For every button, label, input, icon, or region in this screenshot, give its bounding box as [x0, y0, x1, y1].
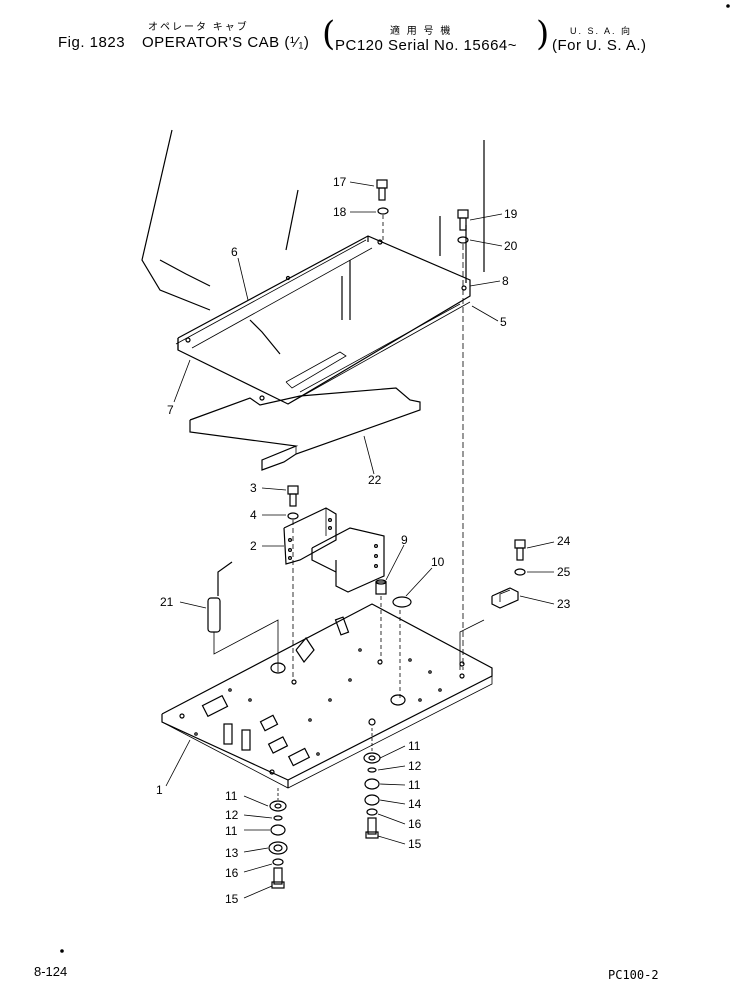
- callout-16a: 16: [225, 866, 239, 880]
- callout-17: 17: [333, 175, 347, 189]
- mount-stack-right: [363, 728, 381, 839]
- callout-3: 3: [250, 481, 257, 495]
- page-number: 8-124: [34, 964, 68, 979]
- callout-labels: 17 18 19 20 8 5 6 7 22 3 4 2 9 10 21 24 …: [156, 175, 571, 906]
- serial-jp: 適 用 号 機: [390, 26, 453, 37]
- mount-stack-left: [268, 788, 288, 889]
- fig-label: Fig. 1823: [58, 34, 126, 51]
- floor-board-1: [161, 603, 493, 789]
- serial-number: PC120 Serial No. 15664~: [335, 37, 518, 54]
- callout-11b: 11: [225, 824, 238, 838]
- callout-5: 5: [500, 315, 507, 329]
- bolt-17: [376, 179, 389, 242]
- callout-1: 1: [156, 783, 163, 797]
- bolt-24: [514, 539, 526, 576]
- bolt-3: [287, 485, 299, 680]
- callout-9: 9: [401, 533, 408, 547]
- callout-12a: 12: [225, 808, 239, 822]
- plug-10: [392, 596, 412, 700]
- market-label: (For U. S. A.): [552, 37, 647, 54]
- callout-21: 21: [160, 595, 174, 609]
- callout-7: 7: [167, 403, 174, 417]
- callout-4: 4: [250, 508, 257, 522]
- callout-19: 19: [504, 207, 518, 221]
- left-paren-1: (: [322, 14, 336, 54]
- callout-16b: 16: [408, 817, 422, 831]
- callout-23: 23: [557, 597, 571, 611]
- bracket-2: [283, 507, 385, 593]
- damper-21: [207, 561, 279, 672]
- callout-11a: 11: [225, 789, 238, 803]
- callout-6: 6: [231, 245, 238, 259]
- callout-15a: 15: [225, 892, 239, 906]
- callout-20: 20: [504, 239, 518, 253]
- callout-13: 13: [225, 846, 239, 860]
- floor-mat: [189, 387, 421, 471]
- market-jp: U. S. A. 向: [570, 26, 633, 36]
- callout-25: 25: [557, 565, 571, 579]
- callout-24: 24: [557, 534, 571, 548]
- page-title: OPERATOR'S CAB (¹⁄₁): [142, 34, 310, 51]
- cab-outline: [141, 129, 485, 355]
- floor-frame-plate: [175, 235, 471, 405]
- right-paren-1: ): [536, 14, 550, 54]
- model-code: PC100-2: [608, 968, 659, 982]
- callout-10: 10: [431, 555, 445, 569]
- callout-11c: 11: [408, 739, 421, 753]
- callout-2: 2: [250, 539, 257, 553]
- cap-9: [375, 579, 387, 660]
- callout-11d: 11: [408, 778, 421, 792]
- callout-15b: 15: [408, 837, 422, 851]
- callout-14: 14: [408, 797, 422, 811]
- callout-22: 22: [368, 473, 382, 487]
- callout-12b: 12: [408, 759, 422, 773]
- callout-8: 8: [502, 274, 509, 288]
- leader-lines: [165, 181, 555, 899]
- latch-23: [459, 587, 519, 670]
- bolt-19: [457, 209, 469, 670]
- title-jp: オペレータ キャブ: [148, 22, 249, 33]
- callout-18: 18: [333, 205, 347, 219]
